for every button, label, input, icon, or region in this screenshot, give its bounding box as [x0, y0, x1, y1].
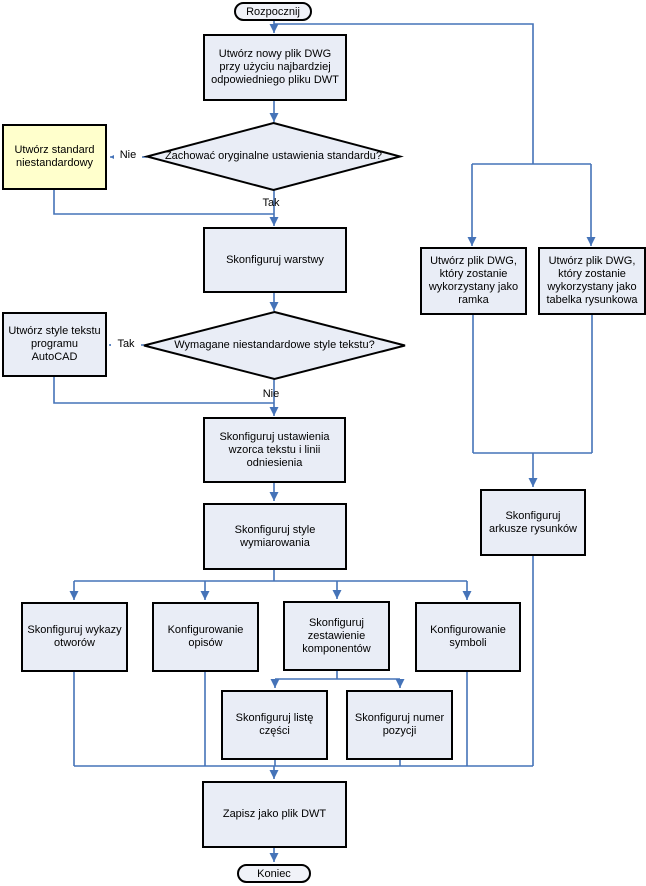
node-text-template: Skonfiguruj ustawienia wzorca tekstu i l…	[203, 417, 346, 483]
node-dim-styles: Skonfiguruj style wymiarowania	[203, 503, 347, 570]
node-parts-list: Skonfiguruj listę części	[221, 690, 328, 760]
node-save-dwt: Zapisz jako plik DWT	[202, 781, 347, 848]
edge-label-d1-no: Nie	[114, 149, 142, 162]
decision-keep-original-shape	[143, 121, 404, 192]
decision-custom-text-styles-shape	[143, 310, 406, 381]
edge-label-d1-yes: Tak	[262, 197, 280, 209]
node-sheets: Skonfiguruj arkusze rysunków	[480, 489, 586, 556]
node-component-list: Skonfiguruj zestawienie komponentów	[283, 601, 390, 671]
node-configure-layers: Skonfiguruj warstwy	[203, 227, 347, 293]
node-item-number: Skonfiguruj numer pozycji	[346, 690, 453, 760]
node-dwg-titleblock: Utwórz plik DWG, który zostanie wykorzys…	[538, 247, 646, 315]
edge-label-d2-no: Nie	[262, 388, 280, 400]
decision-custom-text-styles-label: Wymagane niestandardowe style tekstu?	[174, 339, 375, 351]
decision-keep-original-label: Zachować oryginalne ustawienia standardu…	[164, 150, 383, 162]
node-create-text-styles: Utwórz style tekstu programu AutoCAD	[2, 312, 107, 377]
end-terminator: Koniec	[237, 864, 311, 883]
node-custom-standard: Utwórz standard niestandardowy	[2, 124, 107, 190]
edge-label-d2-yes: Tak	[111, 338, 141, 351]
node-hole-tables: Skonfiguruj wykazy otworów	[21, 602, 128, 672]
node-symbols: Konfigurowanie symboli	[415, 602, 521, 672]
node-notes: Konfigurowanie opisów	[152, 602, 259, 672]
start-terminator: Rozpocznij	[234, 2, 312, 21]
node-create-dwg: Utwórz nowy plik DWG przy użyciu najbard…	[203, 34, 347, 101]
node-dwg-frame: Utwórz plik DWG, który zostanie wykorzys…	[420, 247, 527, 315]
